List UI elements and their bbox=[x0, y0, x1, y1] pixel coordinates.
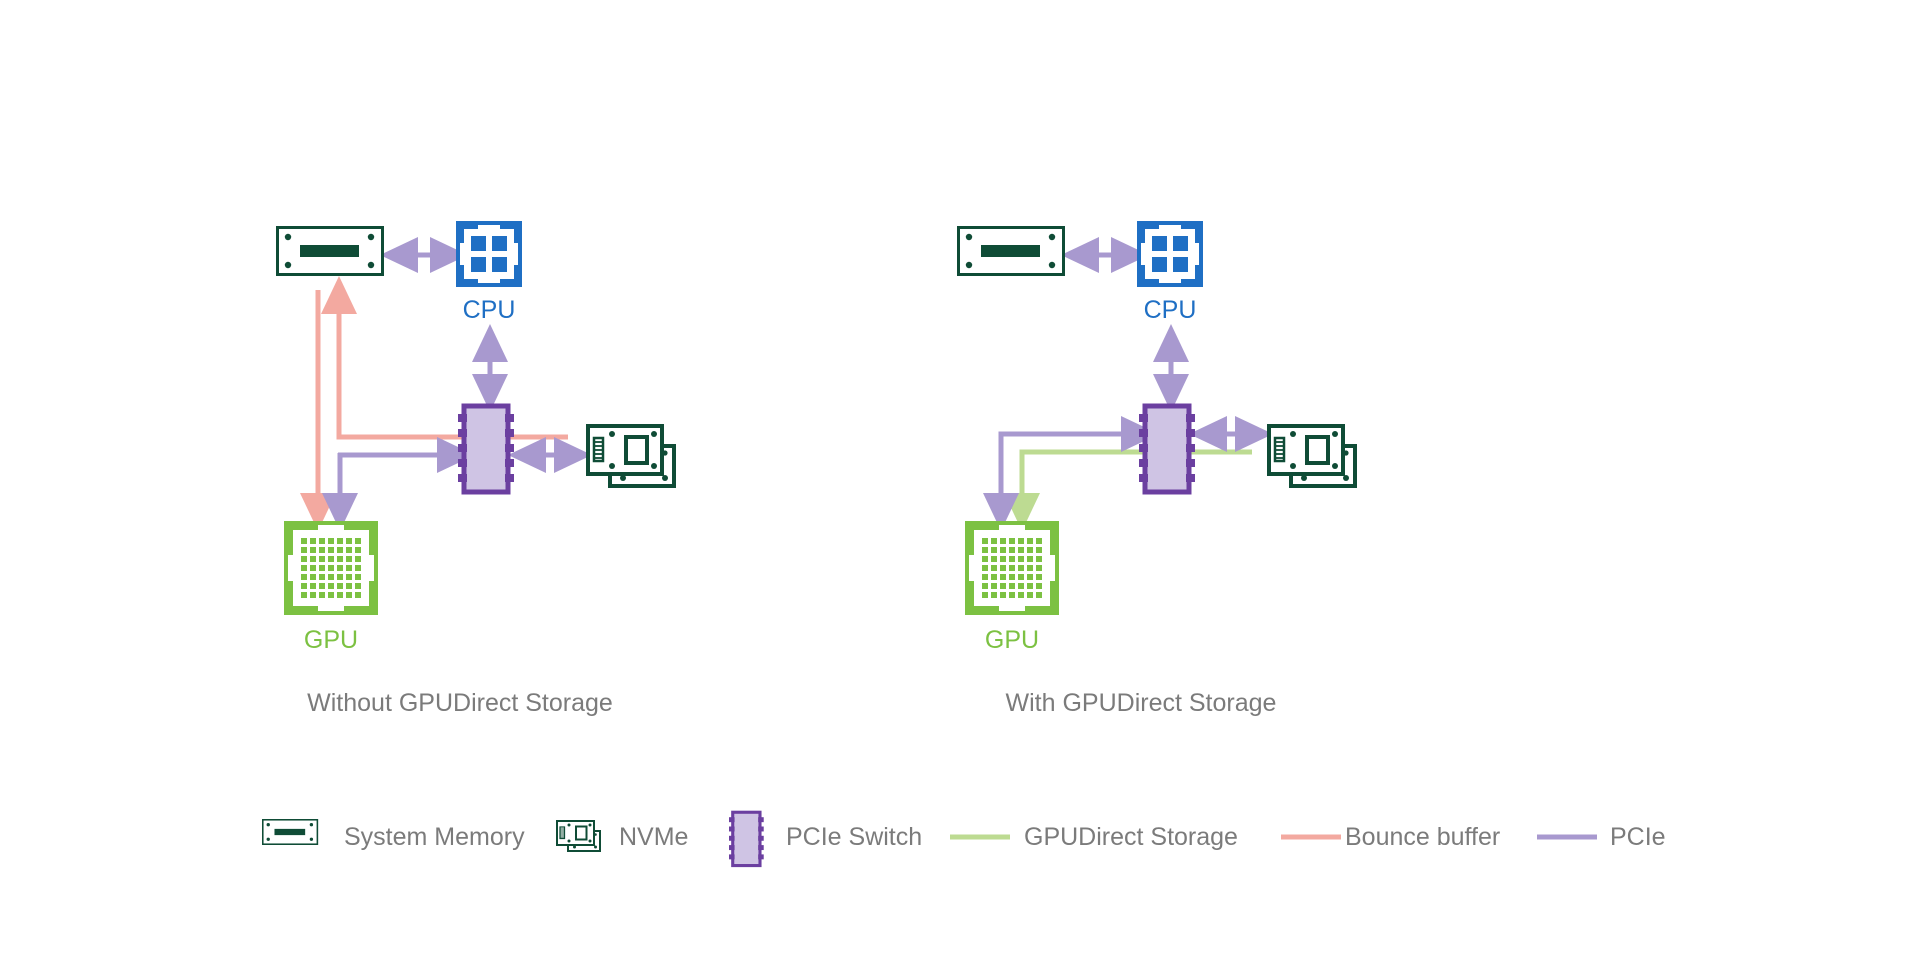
cpu-label: CPU bbox=[1144, 296, 1197, 324]
legend-label-gpudirect-storage: GPUDirect Storage bbox=[1024, 823, 1238, 851]
link-pcie-switch-to-gpu-right bbox=[983, 416, 1160, 532]
legend-item-system-memory: System Memory bbox=[261, 819, 525, 851]
gpu-node bbox=[284, 521, 378, 615]
link-bounce-buffer-nvme-to-memory bbox=[321, 275, 568, 440]
legend-item-pcie-switch: PCIe Switch bbox=[727, 810, 922, 868]
gpu-label: GPU bbox=[304, 626, 358, 654]
pcie-switch-node bbox=[458, 406, 514, 492]
link-gpudirect-storage-nvme-to-gpu bbox=[1004, 449, 1252, 532]
legend-label-bounce-buffer: Bounce buffer bbox=[1345, 823, 1500, 851]
system-memory-icon bbox=[261, 819, 319, 845]
pcie-switch-node bbox=[1139, 406, 1195, 492]
pcie-switch-icon bbox=[727, 810, 766, 868]
gpu-label: GPU bbox=[985, 626, 1039, 654]
cpu-node bbox=[1137, 221, 1203, 287]
panel-without-gpudirect-storage: CPU GPU Without GPUDirect Storage bbox=[276, 221, 676, 717]
nvme-node bbox=[1267, 424, 1357, 488]
legend-item-gpudirect-storage: GPUDirect Storage bbox=[950, 823, 1238, 851]
nvme-icon bbox=[556, 820, 601, 852]
nvme-node bbox=[586, 424, 676, 488]
system-memory-node bbox=[957, 226, 1065, 276]
legend-label-system-memory: System Memory bbox=[344, 823, 525, 851]
legend-label-pcie: PCIe bbox=[1610, 823, 1666, 851]
cpu-node bbox=[456, 221, 522, 287]
legend-label-pcie-switch: PCIe Switch bbox=[786, 823, 922, 851]
legend-label-nvme: NVMe bbox=[619, 823, 688, 851]
legend-item-bounce-buffer: Bounce buffer bbox=[1281, 823, 1500, 851]
legend-item-pcie: PCIe bbox=[1537, 823, 1666, 851]
panel-caption-with: With GPUDirect Storage bbox=[1006, 689, 1277, 717]
legend: System Memory NVMe PCIe Switch GPUDirect… bbox=[261, 810, 1666, 868]
panel-caption-without: Without GPUDirect Storage bbox=[307, 689, 613, 717]
gpu-node bbox=[965, 521, 1059, 615]
system-memory-node bbox=[276, 226, 384, 276]
legend-item-nvme: NVMe bbox=[556, 820, 688, 852]
cpu-label: CPU bbox=[463, 296, 516, 324]
panel-with-gpudirect-storage: CPU GPU With GPUDirect Storage bbox=[957, 221, 1357, 717]
